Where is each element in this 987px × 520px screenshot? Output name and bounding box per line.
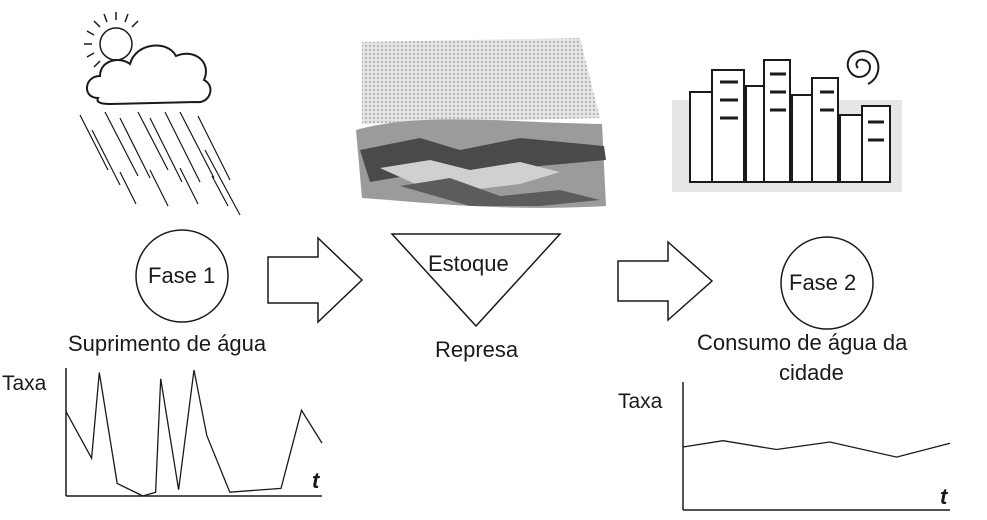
chart-2-series-line (682, 440, 951, 458)
chart-1-series-line (65, 369, 323, 497)
storage-label: Estoque (428, 251, 509, 276)
reservoir-illustration (356, 38, 606, 208)
cloud-icon (86, 44, 212, 106)
storage-caption: Represa (435, 337, 519, 362)
phase-2-label: Fase 2 (789, 270, 857, 295)
chart-1-y-axis-label: Taxa (2, 372, 47, 395)
storage-triangle (390, 233, 562, 328)
chart-1-x-axis-label: t (312, 468, 320, 493)
rain-icon (79, 111, 241, 216)
chart-2-axes (682, 382, 950, 511)
demand-caption-line1: Consumo de água da (697, 330, 908, 355)
chart-1-axes (65, 368, 322, 497)
spiral-sun-icon (846, 50, 880, 85)
supply-caption: Suprimento de água (68, 331, 267, 356)
phase-1-circle (135, 229, 229, 323)
city-illustration (672, 59, 902, 192)
sun-icon (84, 12, 139, 68)
arrow-icon-1 (267, 236, 364, 324)
arrow-icon-2 (617, 240, 714, 322)
chart-2-y-axis-label: Taxa (618, 390, 663, 413)
demand-caption-line2: cidade (779, 360, 844, 385)
chart-2-x-axis-label: t (940, 484, 948, 509)
phase-1-label: Fase 1 (148, 263, 216, 288)
phase-2-circle (780, 236, 874, 330)
